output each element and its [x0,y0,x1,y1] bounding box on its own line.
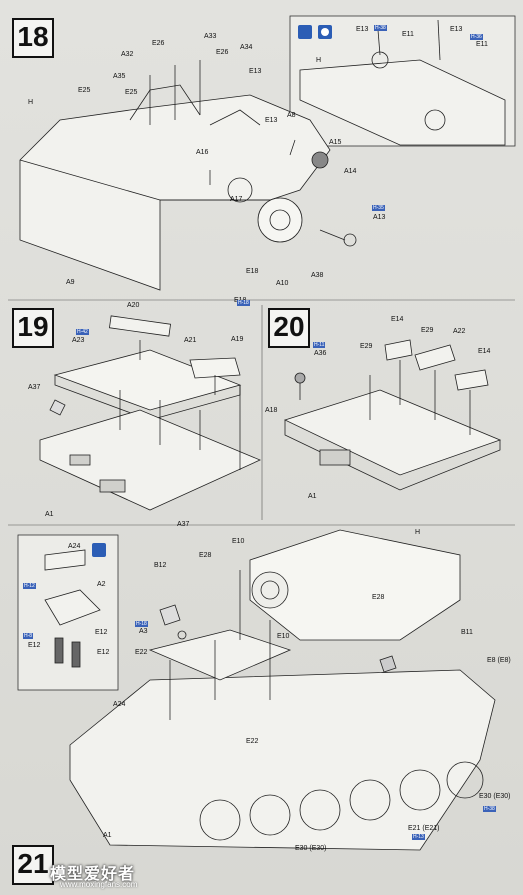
part-label: A19 [231,336,244,343]
part-label: A34 [240,44,253,51]
reference-tag: H-13 [412,834,425,840]
part-label: A17 [230,196,243,203]
step-number-21: 21 [12,845,54,885]
part-label: E26 [216,49,229,56]
reference-tag: H-42 [76,329,89,335]
part-label: E30 (E30) [479,793,511,800]
part-label: A36 [314,350,327,357]
part-label: A18 [265,407,278,414]
reference-tag: H-38 [374,25,387,31]
part-label: E11 [402,31,414,38]
reference-tag: H-35 [372,205,385,211]
part-label: E25 [78,87,91,94]
reference-tag: H-36 [470,34,483,40]
part-label: E12 [97,649,110,656]
watermark-title: 模型爱好者 [50,866,136,883]
part-label: H [28,99,34,106]
part-label: A24 [68,543,81,550]
part-label: E29 [421,327,434,334]
part-label: E13 [450,26,463,33]
part-label: A9 [66,279,75,286]
watermark-url: www.moxingfans.com [60,880,138,889]
part-label: A1 [103,832,112,839]
part-label: E13 [265,117,278,124]
part-label: A15 [329,139,342,146]
part-label: E18 [246,268,259,275]
part-label: A13 [373,214,386,221]
reference-tag: H-12 [23,583,36,589]
step-number-18: 18 [12,18,54,58]
part-label: A10 [276,280,289,287]
part-label: E21 (E21) [408,825,440,832]
part-label: H [316,57,322,64]
part-label: A33 [204,33,217,40]
part-label: E14 [478,348,491,355]
part-label: E10 [277,633,290,640]
part-label: E26 [152,40,165,47]
part-label: B12 [154,562,167,569]
part-label: E12 [28,642,41,649]
part-label: E28 [372,594,385,601]
part-label: E14 [391,316,404,323]
part-label: A37 [28,384,41,391]
part-label: A1 [45,511,54,518]
reference-tag: H-18 [135,621,148,627]
part-label: E30 (E30) [295,845,327,852]
part-label: A3 [139,628,148,635]
part-label: A32 [121,51,134,58]
part-label: E8 (E8) [487,657,511,664]
part-label: E11 [476,41,488,48]
step-number-19: 19 [12,308,54,348]
step-number-20: 20 [268,308,310,348]
part-label: A21 [184,337,197,344]
part-label: E12 [95,629,108,636]
part-label: B11 [461,629,473,636]
part-label: H [415,529,421,536]
part-label: A23 [72,337,85,344]
reference-tag: H-8 [23,633,34,639]
part-label: A8 [287,112,296,119]
part-label: A35 [113,73,126,80]
part-label: A38 [311,272,324,279]
part-label: A16 [196,149,209,156]
reference-tag: H-11 [313,342,326,348]
part-label: E28 [199,552,212,559]
part-label: E13 [249,68,262,75]
part-label: A20 [127,302,140,309]
part-label: E29 [360,343,373,350]
part-label: A22 [453,328,466,335]
part-label: A2 [97,581,106,588]
part-label: A24 [113,701,126,708]
part-label: E22 [246,738,259,745]
part-label: E25 [125,89,138,96]
reference-tag: H-38 [483,806,496,812]
part-label: E10 [232,538,245,545]
part-label: E22 [135,649,148,656]
part-label: E13 [356,26,369,33]
reference-tag: H-18 [237,300,250,306]
part-label: A14 [344,168,357,175]
part-label: A37 [177,521,190,528]
part-label: A1 [308,493,317,500]
